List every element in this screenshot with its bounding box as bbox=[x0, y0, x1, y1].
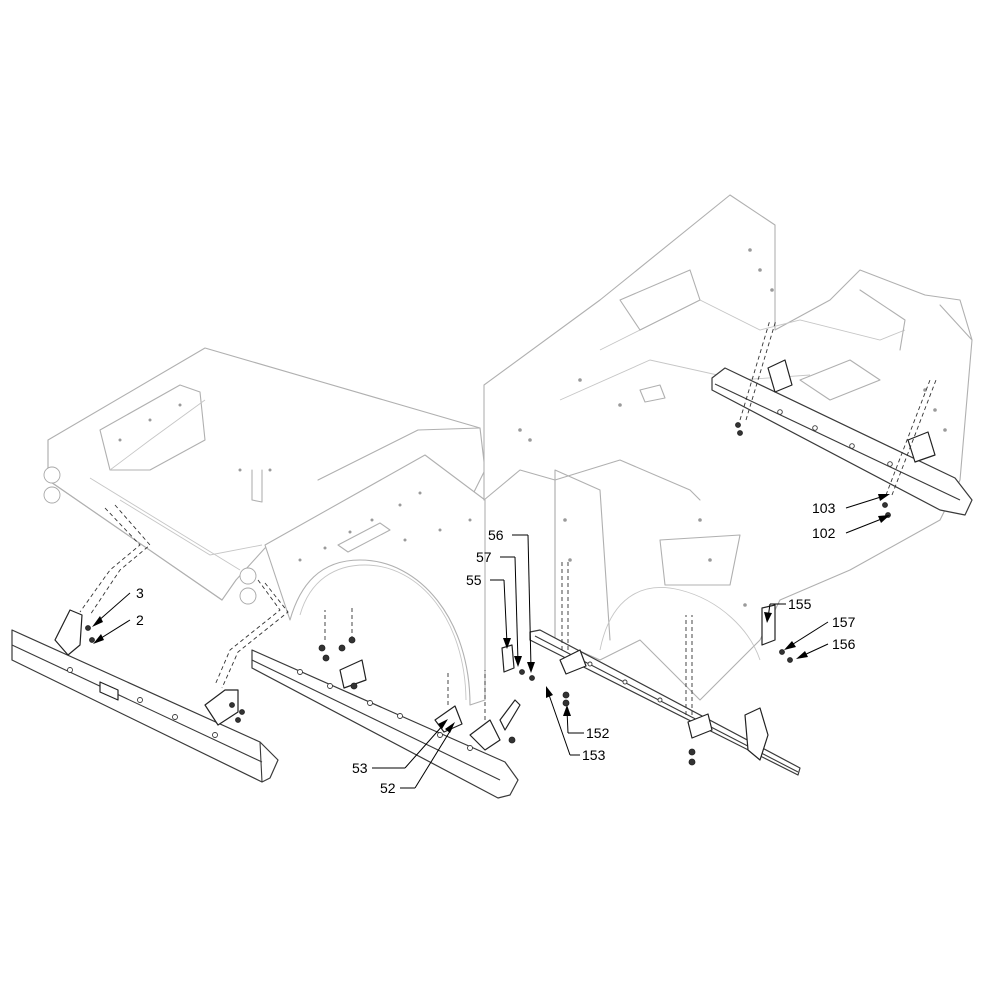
callout-52: 52 bbox=[380, 780, 396, 796]
left-frame bbox=[43, 347, 486, 706]
callout-153: 153 bbox=[582, 747, 606, 763]
callout-57: 57 bbox=[476, 549, 492, 565]
callout-56: 56 bbox=[488, 527, 504, 543]
callout-55: 55 bbox=[466, 572, 482, 588]
callout-157: 157 bbox=[832, 614, 856, 630]
bar-middle bbox=[251, 605, 535, 799]
callout-156: 156 bbox=[832, 636, 856, 652]
bar-right bbox=[529, 560, 801, 776]
bar-upper bbox=[711, 319, 973, 518]
bar-left bbox=[11, 504, 289, 783]
callout-2: 2 bbox=[136, 612, 144, 628]
callout-152: 152 bbox=[586, 725, 610, 741]
callout-3: 3 bbox=[136, 585, 144, 601]
right-frame bbox=[483, 194, 973, 701]
callout-53: 53 bbox=[352, 760, 368, 776]
callout-102: 102 bbox=[812, 525, 836, 541]
callout-103: 103 bbox=[812, 500, 836, 516]
callouts: 3 2 56 57 55 53 52 152 bbox=[92, 494, 890, 796]
callout-155: 155 bbox=[788, 596, 812, 612]
